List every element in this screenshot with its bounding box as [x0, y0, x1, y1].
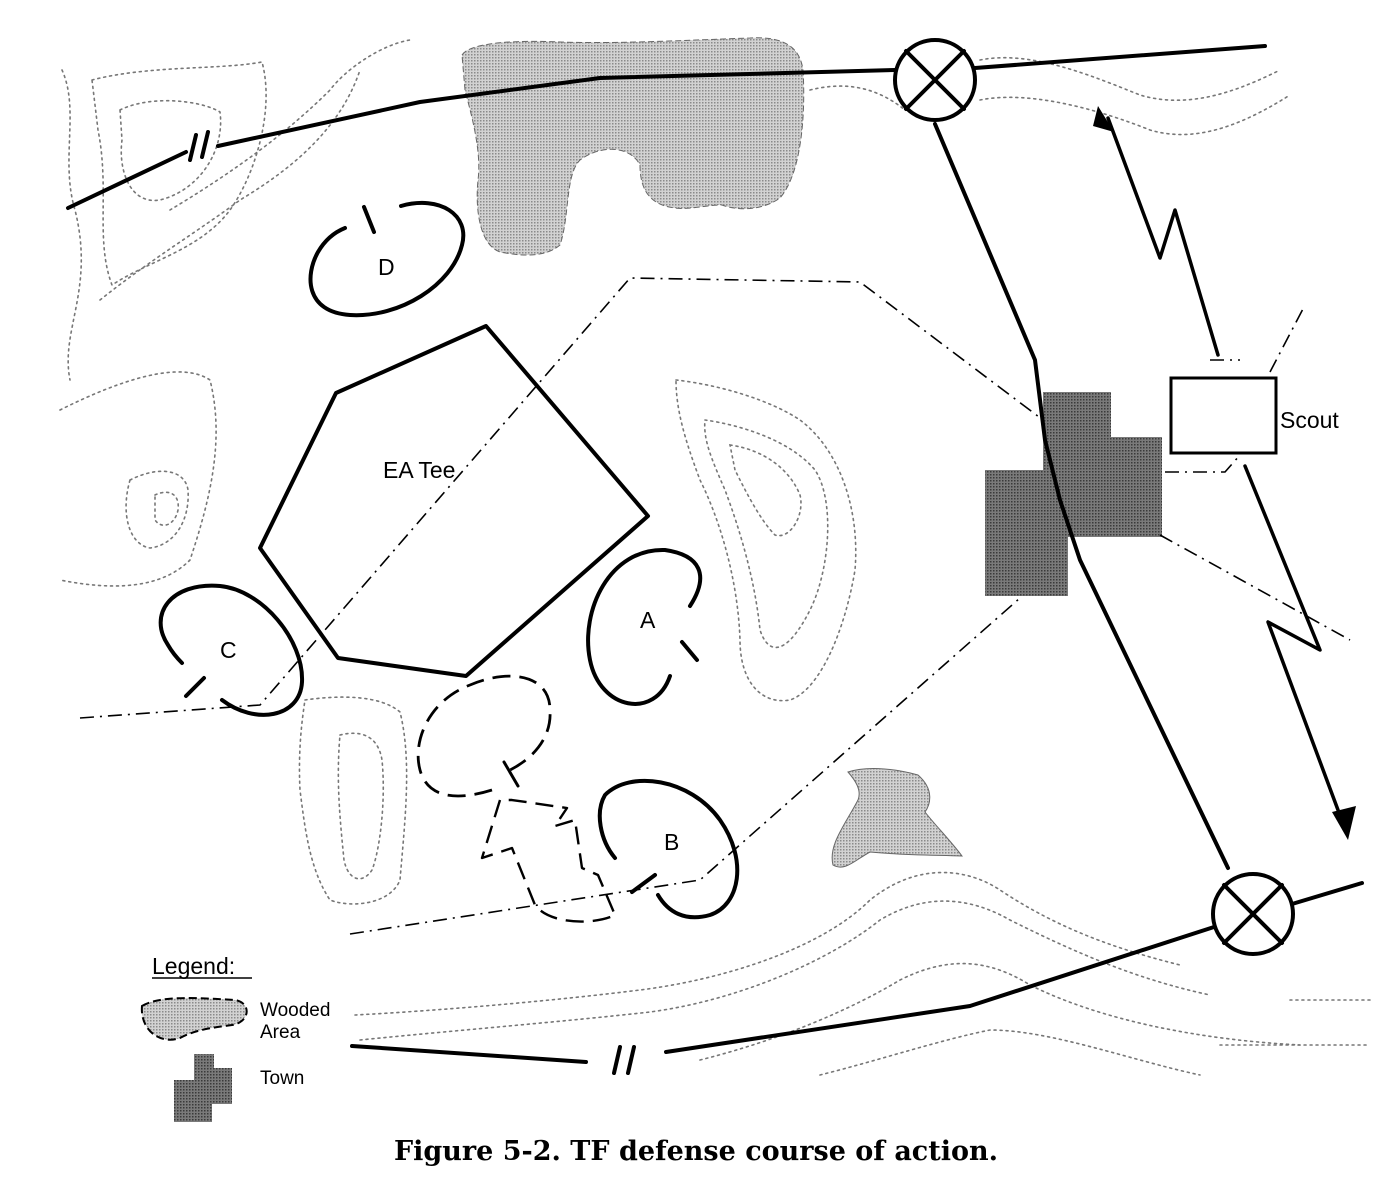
legend-town-label: Town: [260, 1068, 304, 1089]
engagement-area-label: EA Tee: [383, 457, 455, 483]
checkpoint-south: [1211, 872, 1295, 956]
town-block: [985, 392, 1162, 596]
battle-position-a: [586, 547, 703, 706]
legend: Legend: Wooded Area Town: [140, 953, 330, 1122]
alternate-position: [416, 674, 552, 798]
position-b-label: B: [664, 829, 679, 855]
battle-position-d: [308, 200, 466, 318]
legend-wooded-label-1: Wooded: [260, 1000, 330, 1021]
scout-arrow-south: [1243, 464, 1356, 840]
wooded-area-south: [831, 768, 964, 868]
wooded-area-north: [461, 37, 805, 256]
position-c-label: C: [220, 637, 237, 663]
legend-town-swatch: [174, 1054, 232, 1122]
town: [985, 392, 1162, 596]
engagement-area-polygon: [258, 324, 650, 678]
checkpoint-north: [893, 38, 977, 122]
wooded-areas: [461, 37, 964, 868]
battle-position-c: [158, 583, 305, 717]
counterattack-arrow: [480, 798, 617, 923]
fire-sector-lines: [79, 277, 1351, 935]
position-d-label: D: [378, 254, 395, 280]
position-a-label: A: [640, 607, 656, 633]
scout-box: [1169, 376, 1278, 455]
scout-arrow-north: [1093, 106, 1220, 357]
legend-wooded-label-2: Area: [260, 1022, 301, 1043]
scout-label: Scout: [1280, 407, 1339, 433]
roads: [66, 44, 1364, 1075]
legend-title: Legend:: [152, 953, 235, 979]
legend-wooded-swatch: [140, 997, 248, 1041]
battle-position-b: [597, 778, 740, 920]
figure-caption: Figure 5-2. TF defense course of action.: [393, 1136, 999, 1167]
